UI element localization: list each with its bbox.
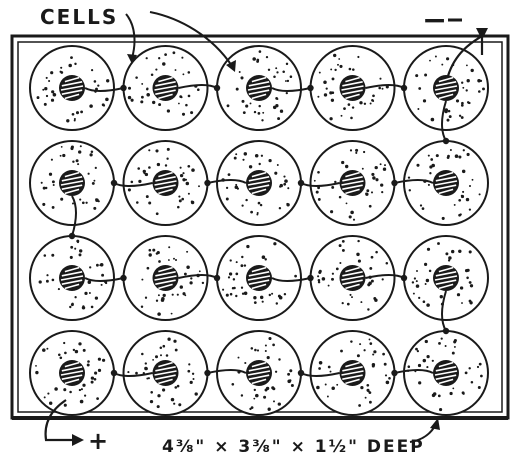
carbon-rod [59, 360, 85, 386]
connecting-wire [394, 369, 434, 374]
carbon-rod [246, 360, 272, 386]
connecting-wire [84, 277, 124, 282]
negative-terminal-label: − [422, 3, 449, 38]
series-wiring [68, 84, 450, 377]
cells-leader-arrows [125, 11, 236, 72]
connecting-wire [84, 87, 124, 92]
solder-joint [110, 369, 118, 377]
dry-cell [122, 235, 209, 321]
carbon-rod [433, 265, 459, 291]
solder-joint [213, 84, 221, 92]
solder-joint [400, 84, 408, 92]
dry-cell [403, 235, 489, 321]
carbon-rod [433, 360, 459, 386]
solder-joint [442, 137, 450, 145]
negative-terminal: − [422, 3, 488, 77]
carbon-rod [433, 75, 459, 101]
solder-joint [297, 179, 305, 187]
carbon-rod [339, 75, 366, 101]
dry-cell [122, 140, 209, 226]
solder-joint [204, 179, 211, 187]
dry-cell [309, 45, 396, 131]
connecting-wire [394, 179, 434, 184]
solder-joint [297, 369, 305, 377]
carbon-rod [246, 265, 272, 291]
dry-cell [403, 140, 489, 226]
connecting-wire [207, 179, 247, 184]
solder-joint [442, 327, 450, 335]
dry-cell [403, 45, 489, 131]
carbon-rod [59, 265, 85, 291]
positive-terminal: + [44, 399, 110, 455]
solder-joint [307, 84, 314, 92]
carbon-rod [339, 360, 366, 386]
solder-joint [307, 274, 314, 282]
dry-cell [309, 330, 396, 416]
dry-cell [216, 45, 302, 131]
cells-group [29, 45, 489, 416]
carbon-rod [59, 75, 85, 101]
dry-cell [29, 45, 115, 131]
dry-cell [309, 140, 396, 226]
carbon-rod [152, 360, 179, 386]
dry-cell [29, 235, 115, 321]
carbon-rod [152, 75, 179, 101]
connecting-wire [271, 277, 311, 282]
solder-joint [400, 274, 408, 282]
dimensions-leader-arrow [409, 418, 440, 443]
dry-cell [29, 140, 115, 226]
carbon-rod [433, 170, 459, 196]
carbon-rod [339, 265, 366, 291]
solder-joint [68, 232, 76, 240]
solder-joint [120, 274, 127, 282]
solder-joint [204, 369, 211, 377]
carbon-rod [152, 265, 179, 291]
connecting-wire [71, 195, 77, 237]
dry-cell [216, 330, 302, 416]
solder-joint [391, 369, 398, 377]
carbon-rod [246, 75, 272, 101]
dry-cell [309, 235, 396, 321]
connecting-wire [271, 87, 311, 92]
dry-cell [122, 45, 209, 131]
cells-label: CELLS [40, 5, 118, 29]
dry-cell [403, 330, 489, 416]
carbon-rod [339, 170, 366, 196]
solder-joint [110, 179, 118, 187]
dry-cell [216, 235, 302, 321]
positive-terminal-label: + [88, 427, 110, 455]
carbon-rod [152, 170, 179, 196]
dry-cell [122, 330, 209, 416]
dry-cell [29, 330, 115, 416]
dry-cell [216, 140, 302, 226]
connecting-wire [207, 369, 247, 374]
carbon-rod [246, 170, 272, 196]
carbon-rod [59, 170, 85, 196]
dimensions-label: 4⅜" × 3⅜" × 1½" DEEP [162, 437, 425, 457]
solder-joint [213, 274, 221, 282]
solder-joint [391, 179, 398, 187]
solder-joint [120, 84, 127, 92]
